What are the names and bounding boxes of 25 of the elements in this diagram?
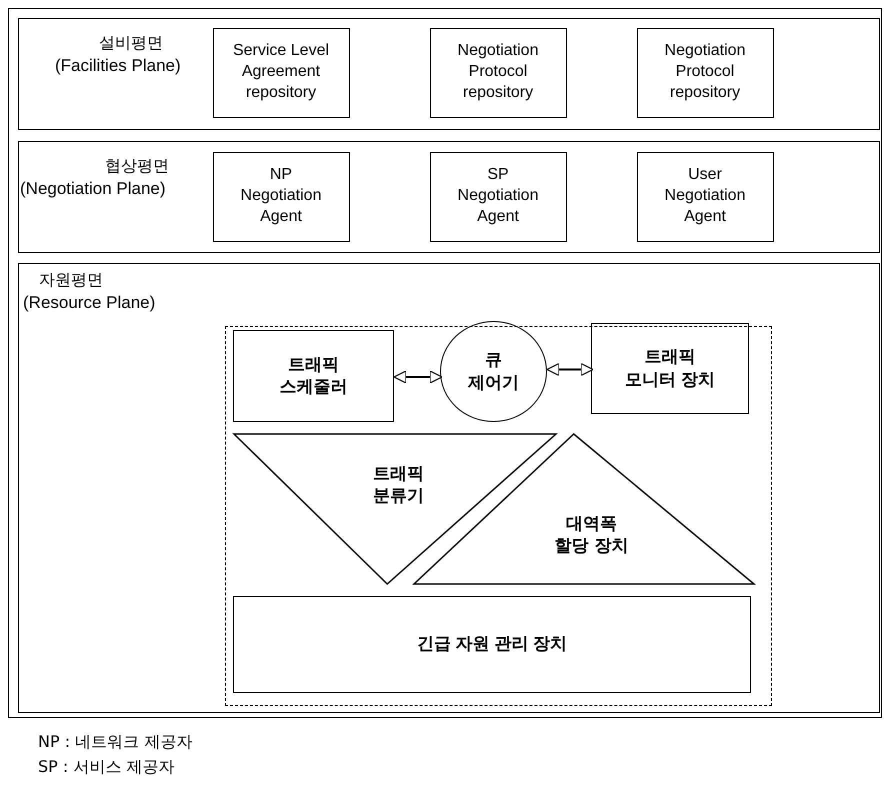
abbreviation-note: SP : 서비스 제공자 (38, 757, 174, 778)
double-arrow (393, 370, 443, 384)
plane-panel (18, 141, 880, 253)
plane-title: 협상평면 (105, 156, 169, 176)
plane-panel (18, 18, 880, 130)
component-box: Service Level Agreement repository (212, 28, 350, 118)
component-box: NP Negotiation Agent (212, 152, 350, 242)
plane-title: 설비평면 (99, 33, 163, 53)
component-label: 대역폭 할당 장치 (554, 513, 630, 558)
plane-subtitle: (Resource Plane) (23, 292, 156, 314)
component-box: 트래픽 모니터 장치 (591, 323, 749, 414)
plane-title: 자원평면 (39, 270, 103, 290)
component-box: User Negotiation Agent (636, 152, 774, 242)
plane-panel (18, 263, 880, 713)
plane-subtitle: (Facilities Plane) (55, 55, 181, 76)
controller-ellipse: 큐 제어기 (440, 321, 547, 422)
component-box: SP Negotiation Agent (430, 152, 566, 242)
component-box: Negotiation Protocol repository (430, 28, 566, 118)
component-label: 트래픽 분류기 (372, 463, 425, 508)
double-arrow (546, 362, 594, 376)
component-box: Negotiation Protocol repository (636, 28, 774, 118)
abbreviation-note: NP : 네트워크 제공자 (38, 732, 192, 753)
component-box: 긴급 자원 관리 장치 (233, 596, 751, 693)
plane-subtitle: (Negotiation Plane) (20, 178, 166, 200)
component-box: 트래픽 스케줄러 (233, 330, 394, 422)
